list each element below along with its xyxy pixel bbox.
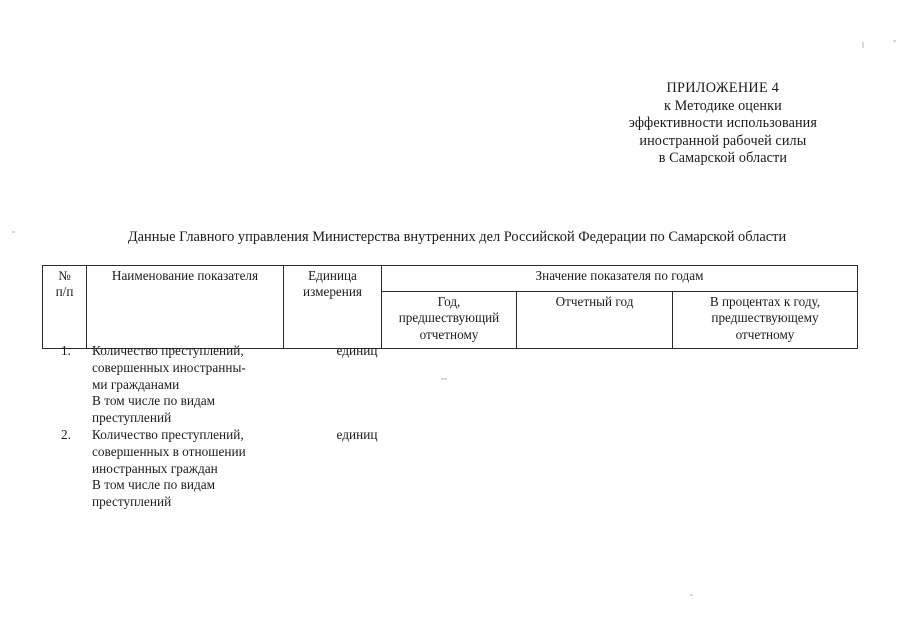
row-indicator-name-line-1: Количество преступлений, — [92, 343, 244, 358]
appendix-header-line-5: в Самарской области — [658, 150, 788, 167]
row-unit: единиц — [336, 343, 378, 358]
column-header-report-year: Отчетный год — [516, 291, 673, 349]
column-header-previous-year-line-3: отчетному — [419, 326, 479, 342]
column-header-name: Наименование показателя — [86, 265, 284, 349]
scan-speckle — [441, 378, 447, 380]
column-header-unit-line-1: Единица — [308, 268, 357, 283]
column-header-unit: Единица измерения — [283, 265, 382, 349]
table-row: 2. Количество преступлений, совершенных … — [42, 427, 857, 511]
scan-speckle — [690, 594, 693, 596]
table-header-row-top: № п/п Наименование показателя Единица из… — [42, 265, 858, 349]
scan-speckle — [893, 40, 896, 42]
column-header-previous-year-line-2: предшествующий — [398, 310, 500, 326]
appendix-header-line-3: эффективности использования — [628, 115, 817, 132]
row-unit: единиц — [336, 427, 378, 442]
table-body: 1. Количество преступлений, совершенных … — [42, 343, 857, 511]
row-indicator-name-line-3: ми гражданами — [92, 376, 180, 392]
column-header-previous-year: Год, предшествующий отчетному — [381, 291, 517, 349]
row-indicator-name-line-3: иностранных граждан — [92, 460, 218, 476]
appendix-header: ПРИЛОЖЕНИЕ 4 к Методике оценки эффективн… — [629, 80, 817, 168]
row-indicator-name-line-5: преступлений — [92, 494, 172, 510]
table-row: 1. Количество преступлений, совершенных … — [42, 343, 857, 427]
column-header-numbering-line-1: № — [58, 268, 71, 283]
row-indicator-name-line-4: В том числе по видам — [92, 393, 216, 409]
row-indicator-name: Количество преступлений, совершенных в о… — [92, 427, 324, 511]
column-header-percent-line-2: предшествующему — [711, 310, 819, 326]
scan-speckle — [862, 42, 864, 48]
appendix-header-line-4: иностранной рабочей силы — [639, 132, 807, 149]
scan-speckle — [12, 231, 15, 233]
column-header-previous-year-line-1: Год, — [437, 294, 461, 309]
indicator-table: № п/п Наименование показателя Единица из… — [42, 265, 858, 349]
appendix-header-line-1: ПРИЛОЖЕНИЕ 4 — [666, 80, 780, 96]
column-header-numbering: № п/п — [42, 265, 87, 349]
row-indicator-name-line-5: преступлений — [92, 410, 172, 426]
column-header-report-year-label: Отчетный год — [555, 294, 634, 309]
table-header-row-sub: Год, предшествующий отчетному Отчетный г… — [43, 291, 858, 349]
row-number: 2. — [61, 427, 71, 442]
page-title: Данные Главного управления Министерства … — [127, 229, 787, 245]
column-header-numbering-line-2: п/п — [55, 284, 74, 300]
column-header-percent-line-3: отчетному — [735, 326, 795, 342]
appendix-header-line-2: к Методике оценки — [663, 97, 782, 114]
row-indicator-name-line-2: совершенных в отношении — [92, 443, 246, 459]
column-header-percent-line-1: В процентах к году, — [709, 294, 821, 309]
column-header-value-group: Значение показателя по годам — [381, 265, 858, 292]
row-indicator-name-line-4: В том числе по видам — [92, 477, 216, 493]
column-header-percent: В процентах к году, предшествующему отче… — [672, 291, 858, 349]
column-header-unit-line-2: измерения — [303, 284, 362, 300]
row-indicator-name-line-1: Количество преступлений, — [92, 427, 244, 442]
row-number: 1. — [61, 343, 71, 358]
row-indicator-name: Количество преступлений, совершенных ино… — [92, 343, 324, 427]
row-indicator-name-line-2: совершенных иностранны- — [92, 359, 246, 375]
